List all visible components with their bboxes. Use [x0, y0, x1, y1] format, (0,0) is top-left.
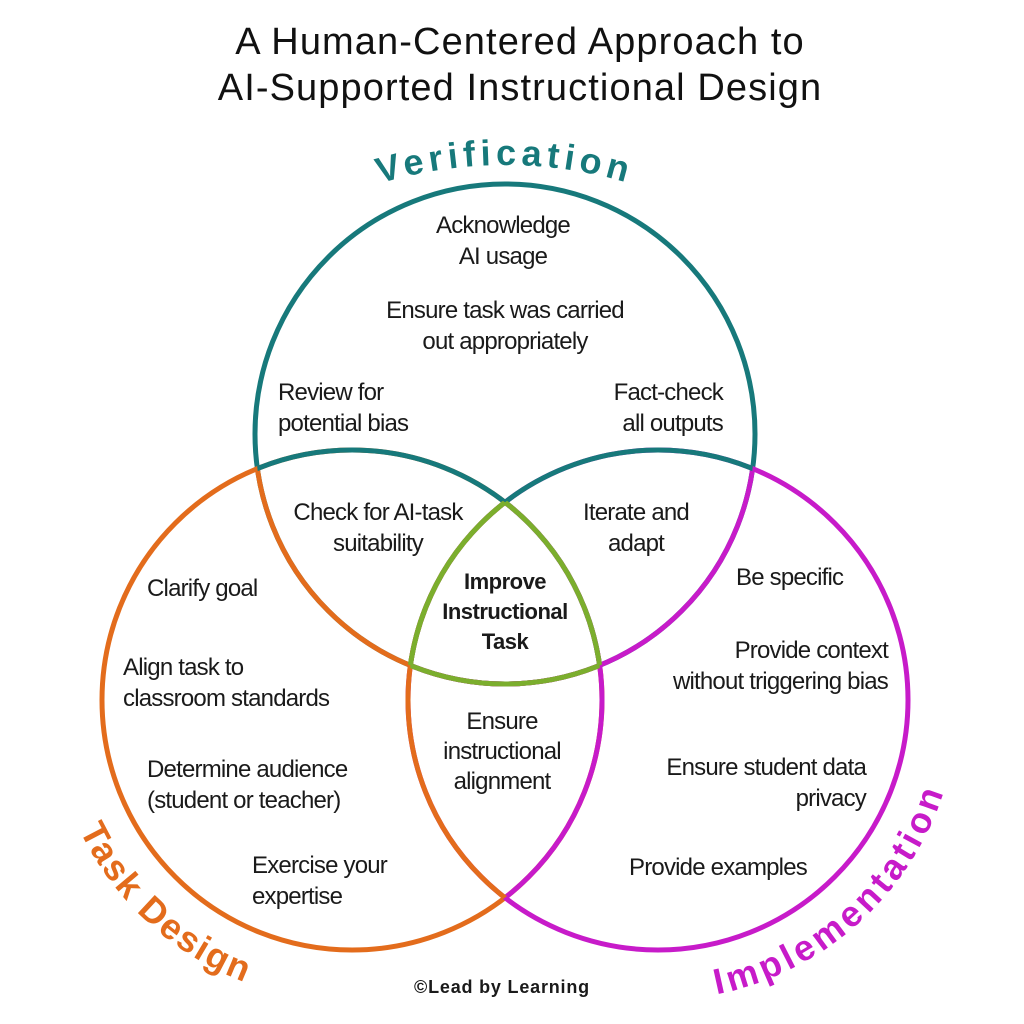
item-line: privacy [795, 785, 867, 812]
overlap-verification-implementation: Iterate and adapt [486, 497, 786, 559]
implementation-item-be-specific: Be specific [736, 562, 844, 593]
item-line: Ensure task was carried [386, 297, 625, 324]
item-line: Provide context [734, 637, 889, 664]
item-line: Clarify goal [147, 575, 258, 602]
overlap-verification-task-design: Check for AI-task suitability [228, 497, 528, 559]
task-design-item-align-standards: Align task to classroom standards [123, 652, 330, 714]
implementation-item-provide-examples: Provide examples [629, 852, 808, 883]
task-design-label: Task Design [72, 815, 259, 990]
task-design-label-text: Task Design [72, 815, 257, 990]
title-line-1: A Human-Centered Approach to [235, 21, 805, 63]
task-design-item-exercise-expertise: Exercise your expertise [252, 850, 388, 912]
task-design-arc-in-verification [255, 447, 605, 684]
implementation-item-data-privacy: Ensure student data privacy [666, 752, 866, 814]
item-line: Ensure student data [666, 754, 866, 781]
implementation-arc-in-verification [405, 447, 755, 684]
item-line: Ensure [466, 708, 538, 735]
item-line: (student or teacher) [147, 787, 341, 814]
page-title: A Human-Centered Approach to AI-Supporte… [0, 19, 1024, 111]
item-line: Be specific [736, 564, 844, 591]
item-line: adapt [607, 530, 665, 557]
task-design-arc-in-implementation [408, 450, 605, 950]
task-design-item-clarify-goal: Clarify goal [147, 573, 258, 604]
verification-item-acknowledge: Acknowledge AI usage [353, 210, 653, 272]
overlap-all-three: Improve Instructional Task [405, 567, 605, 657]
item-line: Fact-check [613, 379, 724, 406]
item-line: instructional [443, 738, 561, 765]
item-line: AI usage [458, 243, 548, 270]
verification-item-review-bias: Review for potential bias [278, 377, 409, 439]
center-region-bottom-arc [408, 450, 602, 687]
item-line: Review for [278, 379, 384, 406]
item-line: Instructional [442, 599, 568, 624]
implementation-arc-in-task-design [405, 450, 602, 950]
item-line: Align task to [123, 654, 244, 681]
copyright-footer: ©Lead by Learning [414, 977, 590, 997]
verification-item-fact-check: Fact-check all outputs [613, 377, 724, 439]
item-line: potential bias [278, 410, 409, 437]
item-line: Determine audience [147, 756, 348, 783]
item-line: Improve [463, 569, 547, 594]
item-line: classroom standards [123, 685, 330, 712]
item-line: suitability [333, 530, 424, 557]
item-line: Check for AI-task [293, 499, 463, 526]
item-line: without triggering bias [672, 668, 889, 695]
title-line-2: AI-Supported Instructional Design [217, 67, 823, 109]
item-line: Provide examples [629, 854, 808, 881]
item-line: Acknowledge [436, 212, 571, 239]
item-line: Iterate and [583, 499, 690, 526]
implementation-item-provide-context: Provide context without triggering bias [672, 635, 889, 697]
item-line: expertise [252, 883, 343, 910]
item-line: all outputs [622, 410, 723, 437]
task-design-item-determine-audience: Determine audience (student or teacher) [147, 754, 348, 816]
item-line: out appropriately [422, 328, 588, 355]
verification-item-ensure-task: Ensure task was carried out appropriatel… [355, 295, 655, 357]
item-line: alignment [453, 768, 552, 795]
overlap-task-design-implementation: Ensure instructional alignment [402, 707, 602, 797]
item-line: Task [481, 629, 529, 654]
item-line: Exercise your [252, 852, 388, 879]
